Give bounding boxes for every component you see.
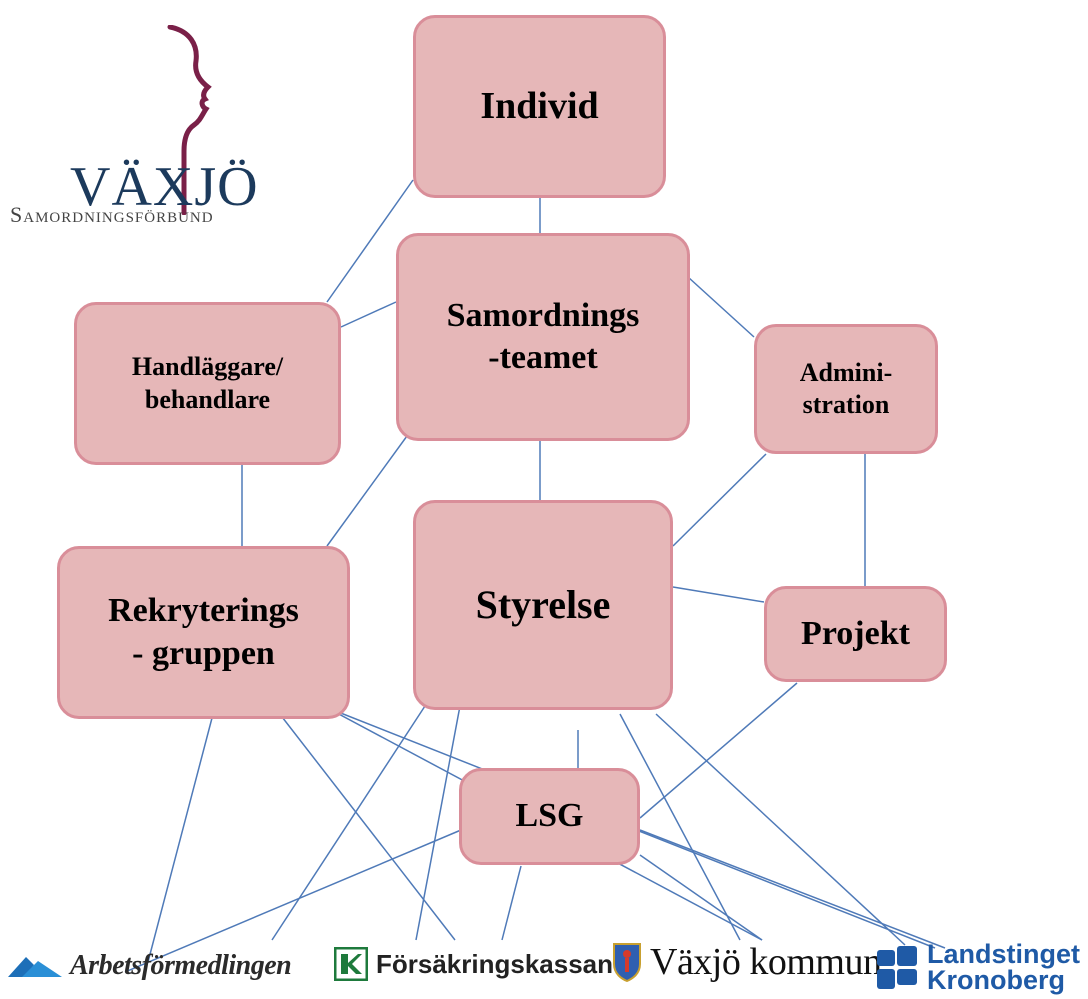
node-projekt: Projekt (764, 586, 947, 682)
node-lsg: LSG (459, 768, 640, 865)
vaxjo-kommun-label: Växjö kommun (650, 941, 882, 983)
edge-administration-styrelse (672, 453, 767, 547)
vaxjo-kommun-shield-icon (613, 943, 641, 982)
edge-styrelse-vaxjokommun (619, 713, 741, 941)
edge-lsg-vaxjokommun (639, 854, 763, 941)
forsakringskassan-logo: Försäkringskassan (334, 947, 613, 981)
logo-wordmark: VÄXJÖ (70, 156, 259, 218)
logo-subtitle: Samordningsförbund (10, 202, 214, 227)
edge-styrelse-forsakringskassan (415, 705, 461, 941)
node-administration: Admini- stration (754, 324, 938, 454)
node-handlaggare: Handläggare/ behandlare (74, 302, 341, 465)
edge-lsg-forsakringskassan (501, 865, 522, 941)
edge-samordningsteamet-administration (687, 276, 755, 338)
edge-samordningsteamet-rekryteringsgruppen (326, 424, 416, 547)
arbetsformedlingen-label: Arbetsförmedlingen (70, 950, 292, 981)
vaxjo-kommun-logo: Växjö kommun (612, 940, 882, 984)
landstinget-label-line2: Kronoberg (927, 964, 1065, 995)
edge-styrelse-arbetsformedlingen (271, 705, 426, 941)
node-individ: Individ (413, 15, 666, 198)
edge-lsg-landstinget (639, 829, 946, 949)
node-styrelse: Styrelse (413, 500, 673, 710)
landstinget-label-line1: Landstinget (927, 939, 1080, 969)
edge-styrelse-landstinget (655, 713, 906, 946)
edge-rekry-arbetsformedlingen (147, 717, 213, 963)
forsakringskassan-icon (334, 947, 368, 981)
landstinget-kronoberg-logo: Landstinget Kronoberg (875, 939, 1080, 995)
edge-lsg-arbetsformedlingen (124, 829, 462, 973)
landstinget-kronoberg-label: Landstinget Kronoberg (927, 939, 1080, 995)
arbetsformedlingen-logo: Arbetsförmedlingen (8, 950, 292, 982)
landstinget-kronoberg-icon (877, 945, 917, 989)
edge-rekry-forsakringskassan (271, 703, 456, 941)
forsakringskassan-label: Försäkringskassan (376, 948, 614, 979)
node-samordningsteamet: Samordnings -teamet (396, 233, 690, 441)
node-rekryteringsgruppen: Rekryterings - gruppen (57, 546, 350, 719)
vaxjo-samordningsforbund-logo: VÄXJÖ Samordningsförbund (0, 25, 320, 235)
face-profile-icon (167, 25, 212, 215)
arbetsformedlingen-icon (8, 957, 62, 977)
edge-styrelse-projekt (672, 586, 765, 603)
edge-individ-handlaggare (326, 179, 414, 303)
edge-projekt-lsg (639, 682, 798, 819)
edge-handlaggare-samordningsteamet (340, 301, 397, 328)
